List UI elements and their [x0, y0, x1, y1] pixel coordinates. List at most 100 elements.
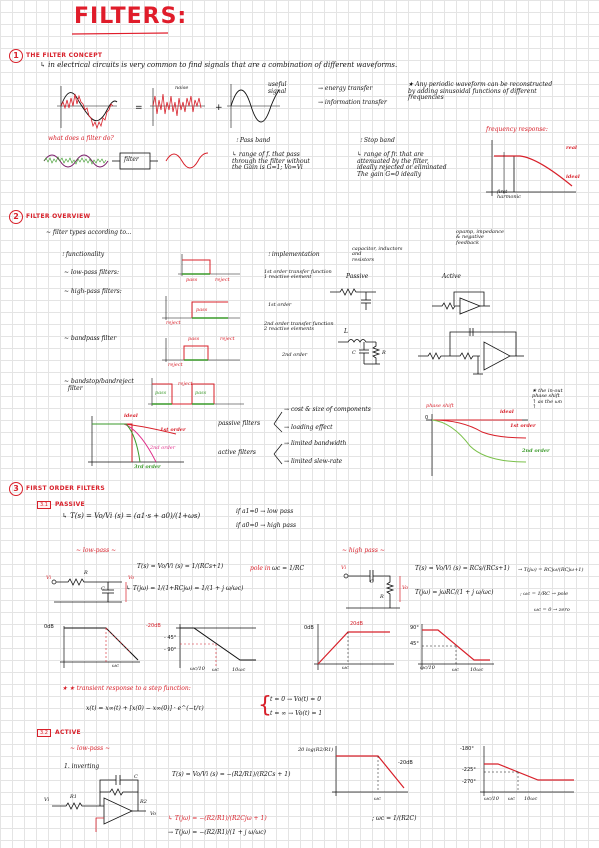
hp-phase-wc10-tick: ωc/10: [420, 665, 435, 671]
a0-zero-case: if a0=0 → high pass: [236, 522, 297, 529]
ideal-label: ideal: [566, 174, 580, 180]
capacitor-label: C: [352, 350, 356, 356]
lowpass-reject-tag: reject: [215, 277, 230, 283]
hp-20db-label: 20dB: [350, 621, 363, 627]
highpass-r-label: R: [380, 594, 384, 600]
bandpass-reject-tag: reject: [220, 336, 235, 342]
waveform-combination-sketch: = +: [57, 84, 280, 130]
highpass-zero: ωc = 0 → zero: [534, 607, 570, 613]
filter-question: what does a filter do?: [48, 135, 114, 142]
lp-phase-10wc-tick: 10ωc: [232, 667, 246, 673]
section-2-heading: FILTER OVERVIEW: [26, 213, 91, 220]
frequency-response-plot: [486, 140, 576, 196]
active-label: Active: [442, 273, 461, 280]
active-phase-270: -270°: [462, 779, 476, 785]
limited-bandwidth-text: limited bandwidth: [290, 440, 347, 447]
bandpass-pass-tag: pass: [188, 336, 200, 342]
hp-phase-90-tick: 90°: [410, 625, 419, 631]
loading-effect-text: loading effect: [290, 424, 333, 431]
active-wc-tick: ωc: [374, 796, 381, 802]
limited-bandwidth-item: → limited bandwidth: [284, 440, 347, 447]
filter-types-intro: ~ filter types according to...: [46, 229, 132, 236]
inverting-vi-label: Vi: [44, 797, 50, 803]
lowpass-rc-circuit: [51, 578, 127, 603]
phase-second-order-label: 2nd order: [522, 448, 550, 454]
inverting-c-label: C: [134, 774, 138, 780]
title-underline: [71, 32, 169, 35]
noise-label: noise: [175, 85, 189, 91]
highpass-vi-label: Vi: [341, 565, 347, 571]
lowpass-vo-label: Vo: [128, 575, 135, 581]
inverting-lowpass-circuit: [52, 775, 146, 832]
phase-zero-label: 0: [425, 415, 429, 421]
general-transfer-function: ↳ T(s) = Vo/Vi (s) = (a1·s + a0)/(1+ωs): [62, 512, 201, 520]
svg-text:=: =: [135, 103, 143, 113]
inverting-r1-label: R1: [70, 794, 77, 800]
bandstop-pass-tag-1: pass: [155, 390, 167, 396]
phase-first-order-label: 1st order: [510, 423, 536, 429]
implementation-label: ⁝ implementation: [268, 251, 320, 258]
lowpass-vi-label: Vi: [46, 575, 52, 581]
highpass-pass-tag: pass: [196, 307, 208, 313]
ideal-response-sketches: [148, 254, 244, 406]
limited-slew-item: → limited slew-rate: [284, 458, 343, 465]
hp-wc-tick: ωc: [342, 665, 349, 671]
high-pass-label: ~ high-pass filters:: [64, 288, 122, 295]
active-phase-wc: ωc: [508, 796, 515, 802]
useful-signal-label: useful signal: [268, 81, 287, 95]
highpass-c-label: C: [370, 579, 374, 585]
capacitor-note: capacitor, inductors and resistors: [352, 246, 403, 263]
information-transfer: → information transfer: [318, 99, 387, 106]
stop-band-heading: ⁝ Stop band: [360, 137, 395, 144]
subsection-3-2-badge: 3.2: [37, 729, 51, 737]
bandpass-reject-tag-left: reject: [168, 362, 183, 368]
section-1-heading: THE FILTER CONCEPT: [26, 52, 103, 59]
first-order-note: 1st order transfer function 1 reactive e…: [264, 269, 332, 281]
subsection-3-1-badge: 3.1: [37, 501, 51, 509]
energy-transfer: → energy transfer: [318, 85, 373, 92]
highpass-tjw-right: → T(jω) = RCjω/(RCjω+1): [518, 567, 584, 573]
comparison-braces: [273, 411, 283, 465]
page-title: FILTERS:: [74, 4, 188, 29]
order-comparison-plot: [88, 416, 184, 466]
hp-0db-tick: 0dB: [304, 625, 314, 631]
active-lowpass-heading: ~ low-pass ~: [70, 745, 111, 752]
svg-text:+: +: [215, 103, 223, 113]
active-phase-225: -225°: [462, 767, 476, 773]
hp-phase-10wc-tick: 10ωc: [470, 667, 484, 673]
second-order-label: 2nd order: [282, 352, 308, 358]
active-20db-label: -20dB: [398, 760, 413, 766]
passive-bode-plots: [60, 624, 256, 668]
second-order-note: 2nd order transfer function 2 reactive e…: [264, 321, 334, 333]
inverting-tjw: ↳ T(jω) = −(R2/R1)/(R2Cjω + 1): [168, 815, 267, 822]
bandstop-reject-tag: reject: [178, 381, 193, 387]
transient-heading: ★ ★ transient response to a step functio…: [62, 685, 191, 692]
lp-20db-label: -20dB: [146, 623, 161, 629]
passive-label: Passive: [346, 273, 369, 280]
transient-tinf: t = ∞ → Vo(t) = 1: [270, 710, 323, 717]
transient-equation: x(t) = x∞(t) + [x(0) − x∞(0)] · e^(−t/τ): [86, 705, 204, 712]
implementation-circuits: [330, 288, 524, 375]
section-3-heading: FIRST ORDER FILTERS: [26, 485, 105, 492]
lp-wc-tick: ωc: [112, 663, 119, 669]
active-phase-10wc: 10ωc: [524, 796, 538, 802]
opamp-note: opamp, impedance & negative feedback: [456, 229, 504, 246]
lp-phase-wc10-tick: ωc/10: [190, 666, 205, 672]
lowpass-pole-label: pole in: [250, 565, 271, 572]
highpass-frequency-response: T(jω) = jωRC/(1 + j ω/ωc): [415, 589, 494, 596]
high-pass-heading: ~ high pass ~: [342, 547, 385, 554]
lp-phase-90-tick: - 90°: [164, 647, 177, 653]
transient-brace: {: [258, 693, 272, 718]
lp-0db-tick: 0dB: [44, 624, 54, 630]
lp-phase-wc-tick: ωc: [212, 667, 219, 673]
lowpass-frequency-response: ↳ T(jω) = 1/(1+RCjω) = 1/(1 + j ω/ωc): [126, 585, 244, 592]
section-1-badge: 1: [9, 49, 23, 63]
active-filters-label: active filters: [218, 449, 256, 456]
inductor-label: L: [344, 328, 348, 335]
filter-block-label: filter: [124, 156, 139, 163]
phase-shift-label: phase shift: [426, 403, 454, 409]
bandpass-label: ~ bandpass filter: [64, 335, 117, 342]
hp-phase-45-tick: 45°: [410, 641, 419, 647]
functionality-label: ⁝ functionality: [62, 251, 105, 258]
